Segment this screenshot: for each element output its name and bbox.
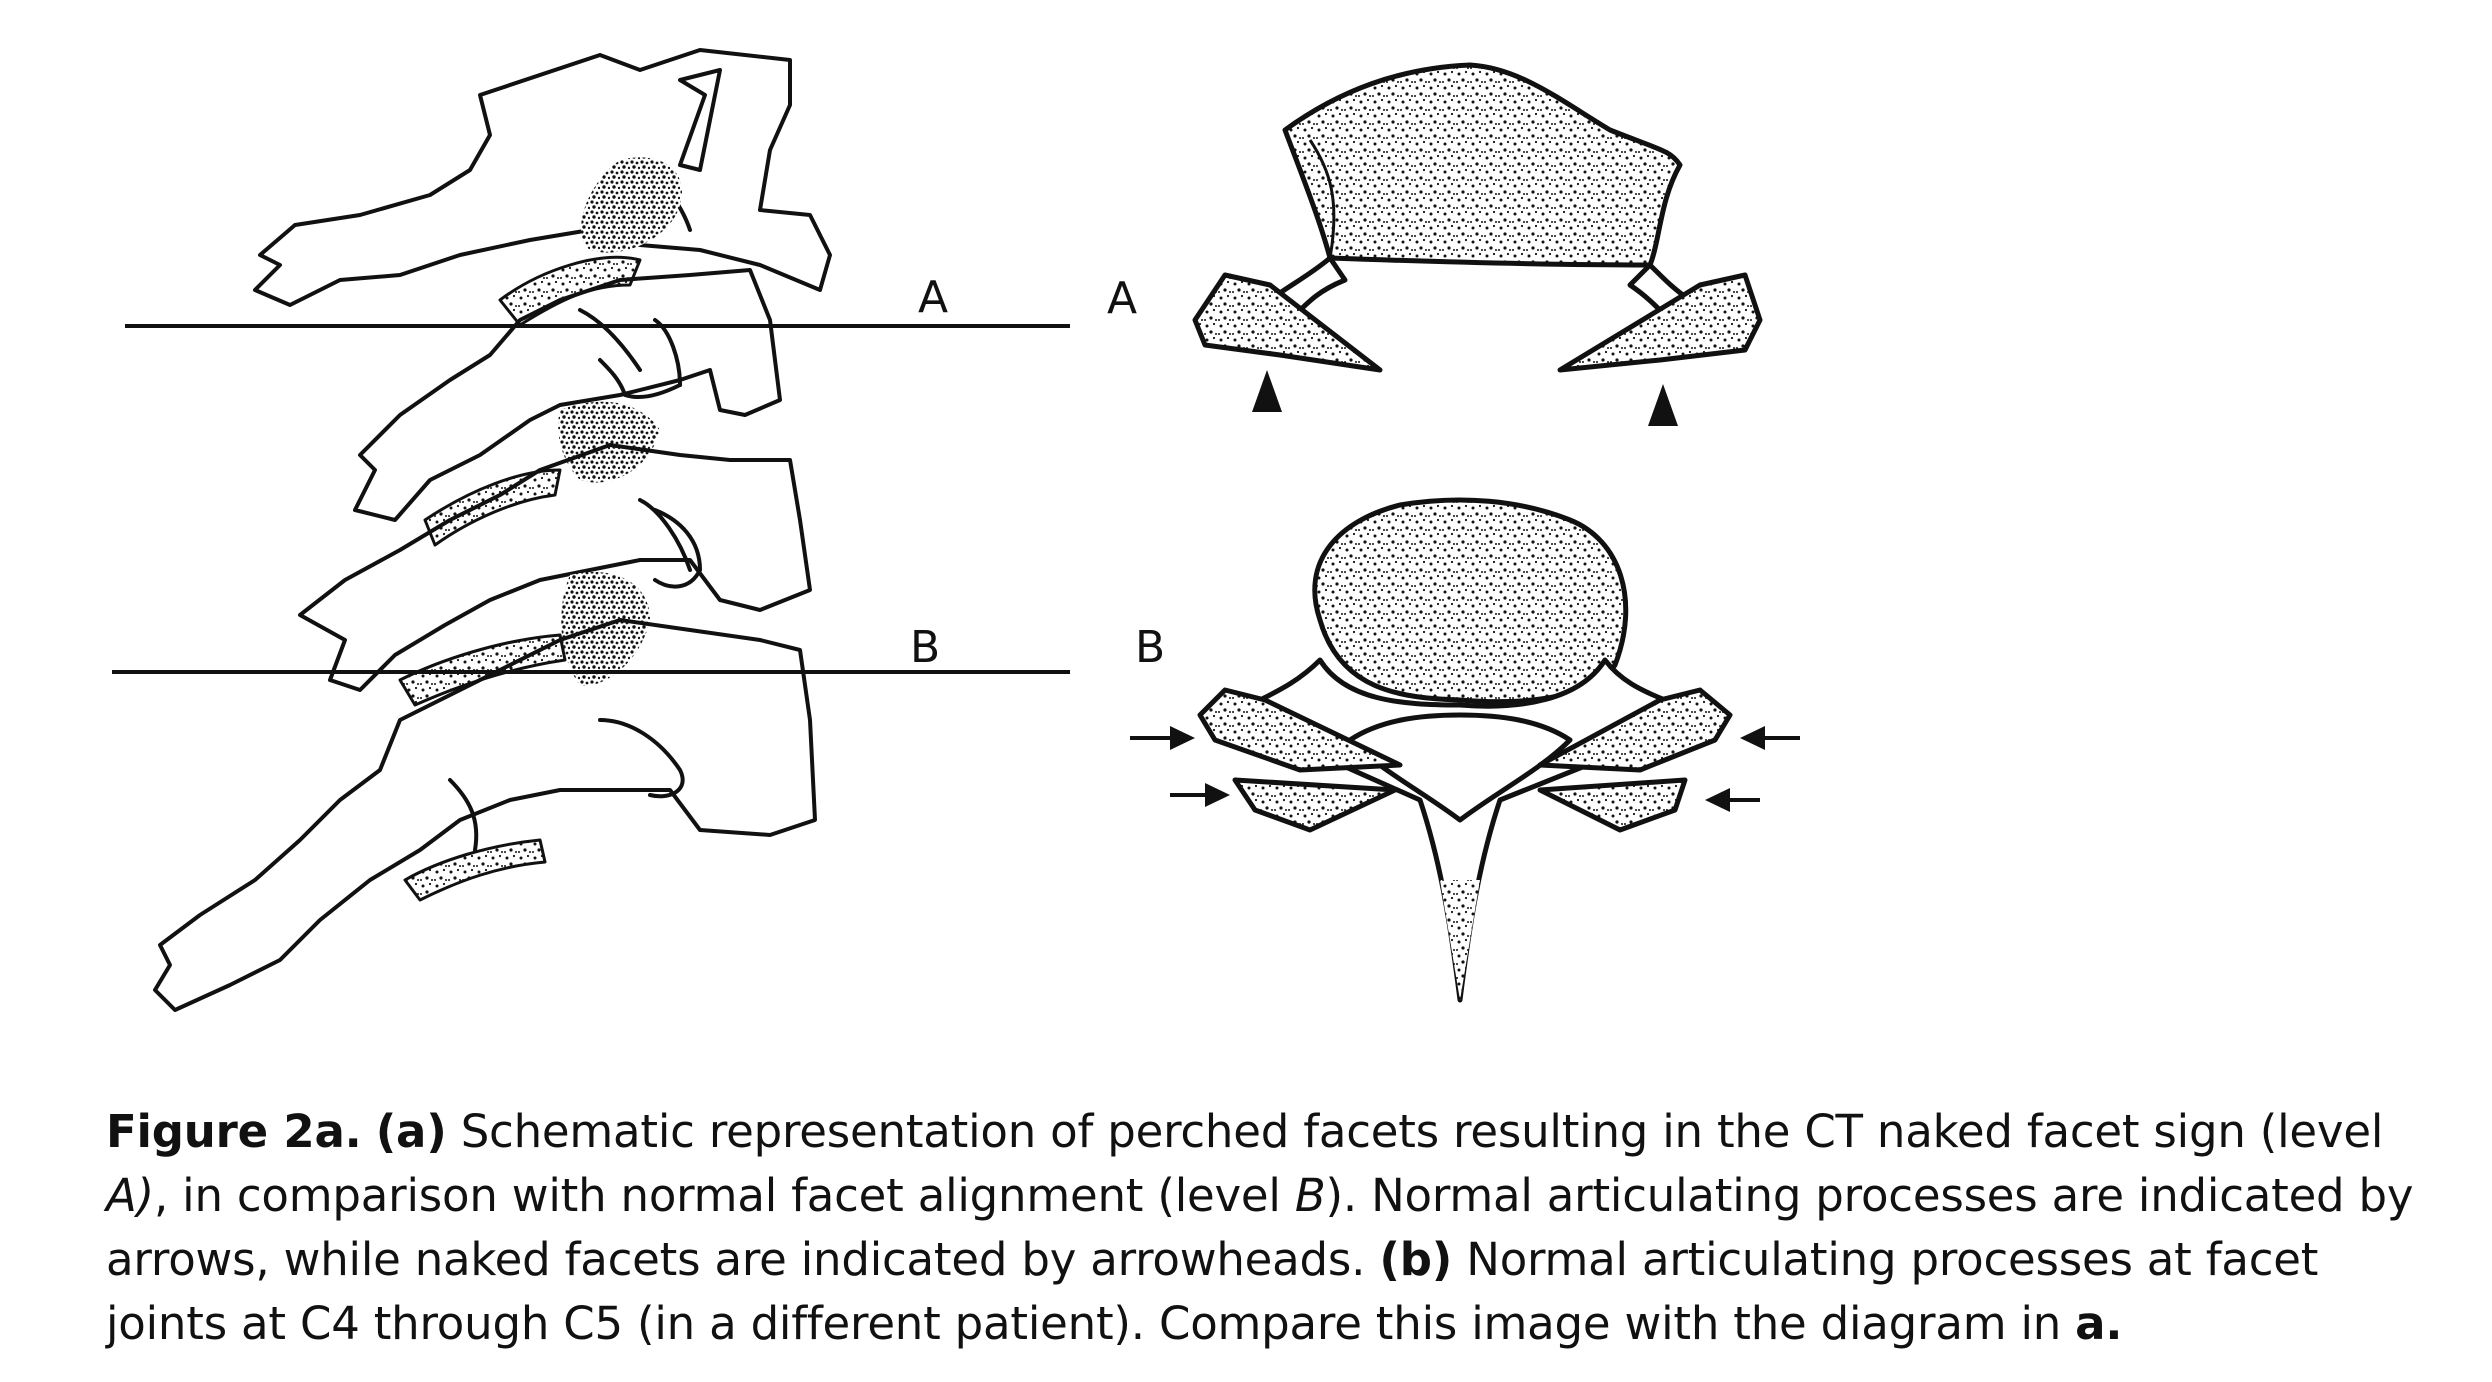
caption-text-4: Normal articulating processes at facet j…: [106, 1233, 2319, 1350]
caption-level-b: B: [1294, 1169, 1326, 1222]
facet-joint-middle: [558, 401, 660, 483]
figure-caption: Figure 2a. (a) Schematic representation …: [106, 1100, 2446, 1356]
arrows-view-b: [1130, 726, 1800, 812]
vertebral-body-b: [1312, 497, 1629, 705]
axial-view-b-label: B: [1135, 622, 1165, 673]
axial-view-b: [1197, 497, 1733, 1003]
naked-facet-right: [1557, 272, 1763, 373]
spine-schematic-figure: A B A B: [112, 48, 1800, 1012]
figure-label: Figure 2a.: [106, 1105, 362, 1158]
part-b-label: (b): [1379, 1233, 1453, 1286]
facet-joint-bottom-band: [403, 838, 547, 902]
arrowhead-left: [1252, 370, 1282, 412]
spinal-canal-b: [1347, 712, 1573, 823]
facet-joint-lower: [561, 572, 650, 686]
facet-joint-upper: [581, 157, 682, 253]
facet-inferior-right: [1537, 777, 1688, 833]
arrow-left-upper: [1130, 726, 1195, 750]
arrow-left-lower: [1170, 783, 1230, 807]
vertebra-fourth: [153, 618, 817, 1012]
naked-facet-left: [1192, 272, 1383, 373]
caption-text-1: Schematic representation of perched face…: [446, 1105, 2384, 1158]
caption-text-2: , in comparison with normal facet alignm…: [153, 1169, 1295, 1222]
facet-joint-middle-band: [423, 468, 562, 547]
vertebral-body-a: [1282, 62, 1683, 268]
spinous-process-b: [1440, 880, 1480, 1000]
arrowhead-right: [1648, 384, 1678, 426]
vertebra-third: [298, 443, 812, 692]
axial-view-a: [1192, 62, 1763, 426]
caption-text-3: ). Normal articulating processes are ind…: [106, 1169, 2414, 1286]
facet-superior-left: [1197, 687, 1403, 773]
facet-joint-upper-band: [498, 255, 642, 327]
level-line-a-label: A: [918, 272, 948, 323]
facet-inferior-left: [1232, 777, 1398, 833]
arrow-right-upper: [1740, 726, 1800, 750]
facet-superior-right: [1537, 687, 1733, 773]
axial-view-a-label: A: [1107, 273, 1137, 324]
caption-level-a: A): [106, 1169, 154, 1222]
caption-ref-a: a.: [2075, 1297, 2123, 1350]
arrow-right-lower: [1705, 788, 1760, 812]
vertebra-upper: [253, 48, 832, 307]
lateral-spine-drawing: [153, 48, 832, 1012]
part-a-label: (a): [375, 1105, 447, 1158]
vertebra-second: [353, 268, 782, 522]
level-line-b-label: B: [910, 622, 940, 673]
